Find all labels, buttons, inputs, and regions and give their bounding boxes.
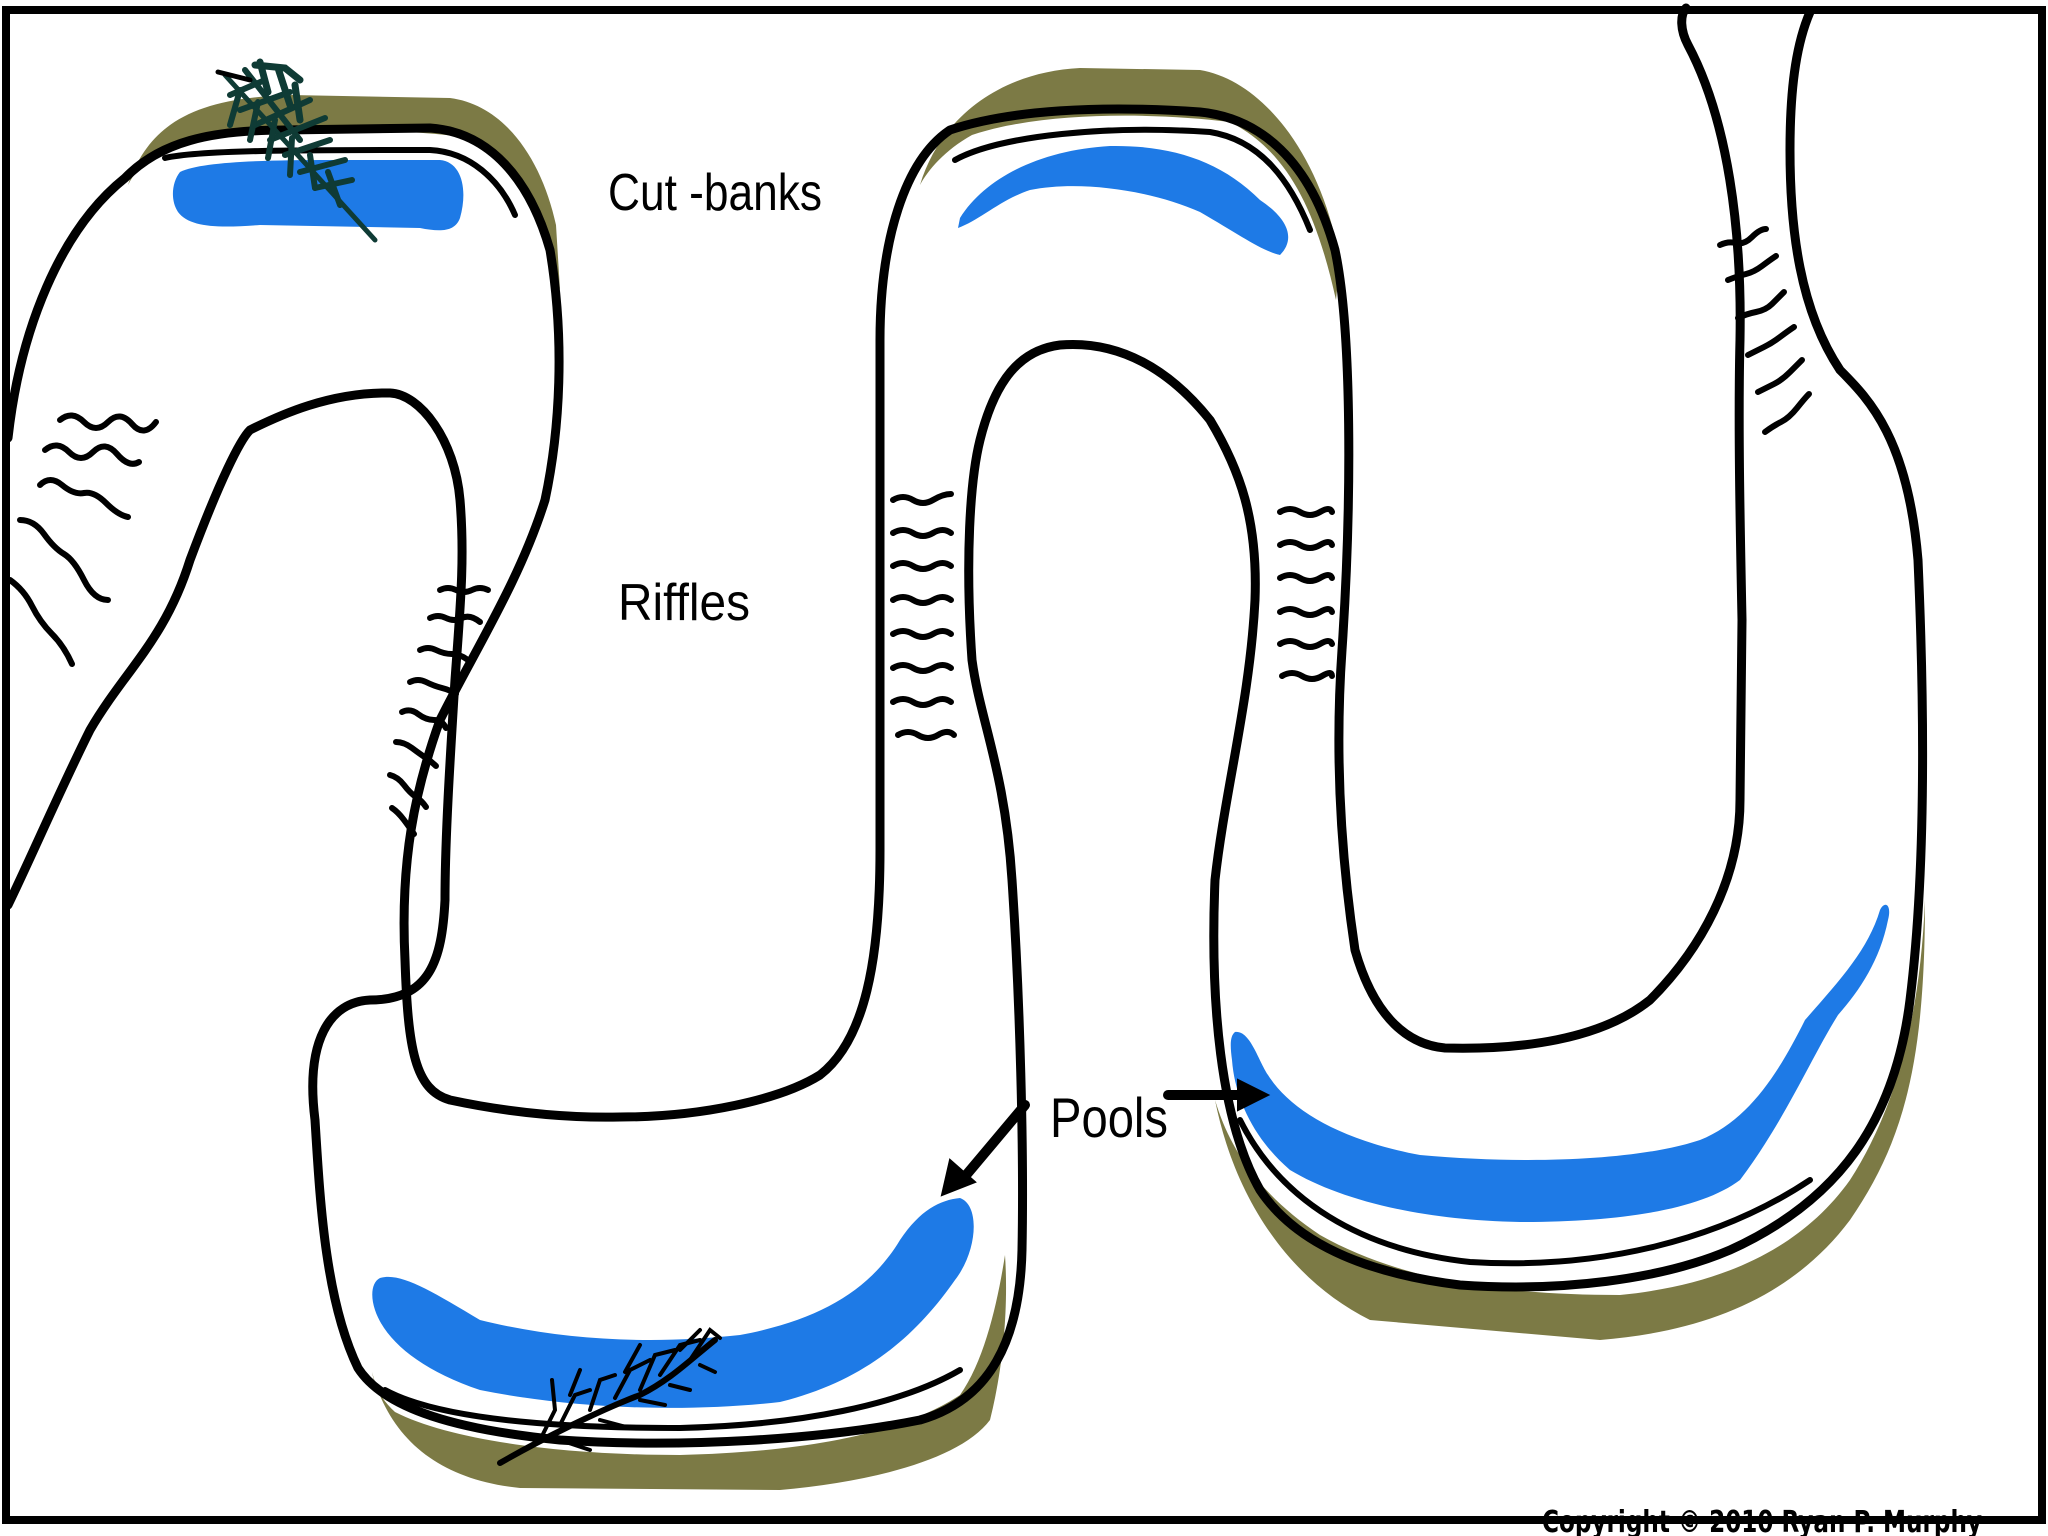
riffles (7, 226, 1812, 837)
cut-bank-edge-top-left (162, 147, 518, 218)
river-outer-bank (3, 3, 1747, 1122)
riffle-group-center-right (1277, 506, 1335, 682)
pools (172, 145, 1890, 1408)
label-riffles: Riffles (618, 574, 750, 632)
pool-top-left (172, 160, 464, 231)
diagram-frame (2, 6, 2046, 1524)
cut-bank-soil-group (128, 68, 1925, 1490)
cut-bank-edge-bottom-right (1237, 1117, 1813, 1267)
label-pools: Pools (1050, 1086, 1168, 1149)
tree-icon (215, 58, 378, 243)
river-inner-bank (3, 7, 1928, 1448)
river-banks (3, 3, 1928, 1448)
arrow-head-right (1237, 1078, 1271, 1112)
fallen-branch-icon (497, 1327, 722, 1466)
riffle-group-left (387, 585, 491, 837)
label-cut-banks: Cut -banks (608, 164, 822, 222)
riffle-group-center-left (890, 491, 957, 741)
cut-bank-edge-bottom-left (382, 1367, 963, 1431)
pool-bottom-right (1230, 904, 1890, 1222)
riffle-group-far-left (7, 412, 159, 667)
cut-bank-edge-top-middle (952, 126, 1313, 233)
pool-bottom-left (372, 1198, 974, 1408)
riffle-group-right (1717, 226, 1812, 435)
pool-top-middle (958, 145, 1289, 255)
copyright-text: Copyright © 2010 Ryan P. Murphy (1542, 1505, 1982, 1536)
arrow-head-left (940, 1158, 977, 1197)
pools-arrows (940, 1078, 1271, 1197)
cut-bank-soil-top-middle (920, 68, 1340, 300)
arrow-icon (957, 1100, 1030, 1185)
cut-bank-soil-bottom-right (1215, 900, 1925, 1340)
